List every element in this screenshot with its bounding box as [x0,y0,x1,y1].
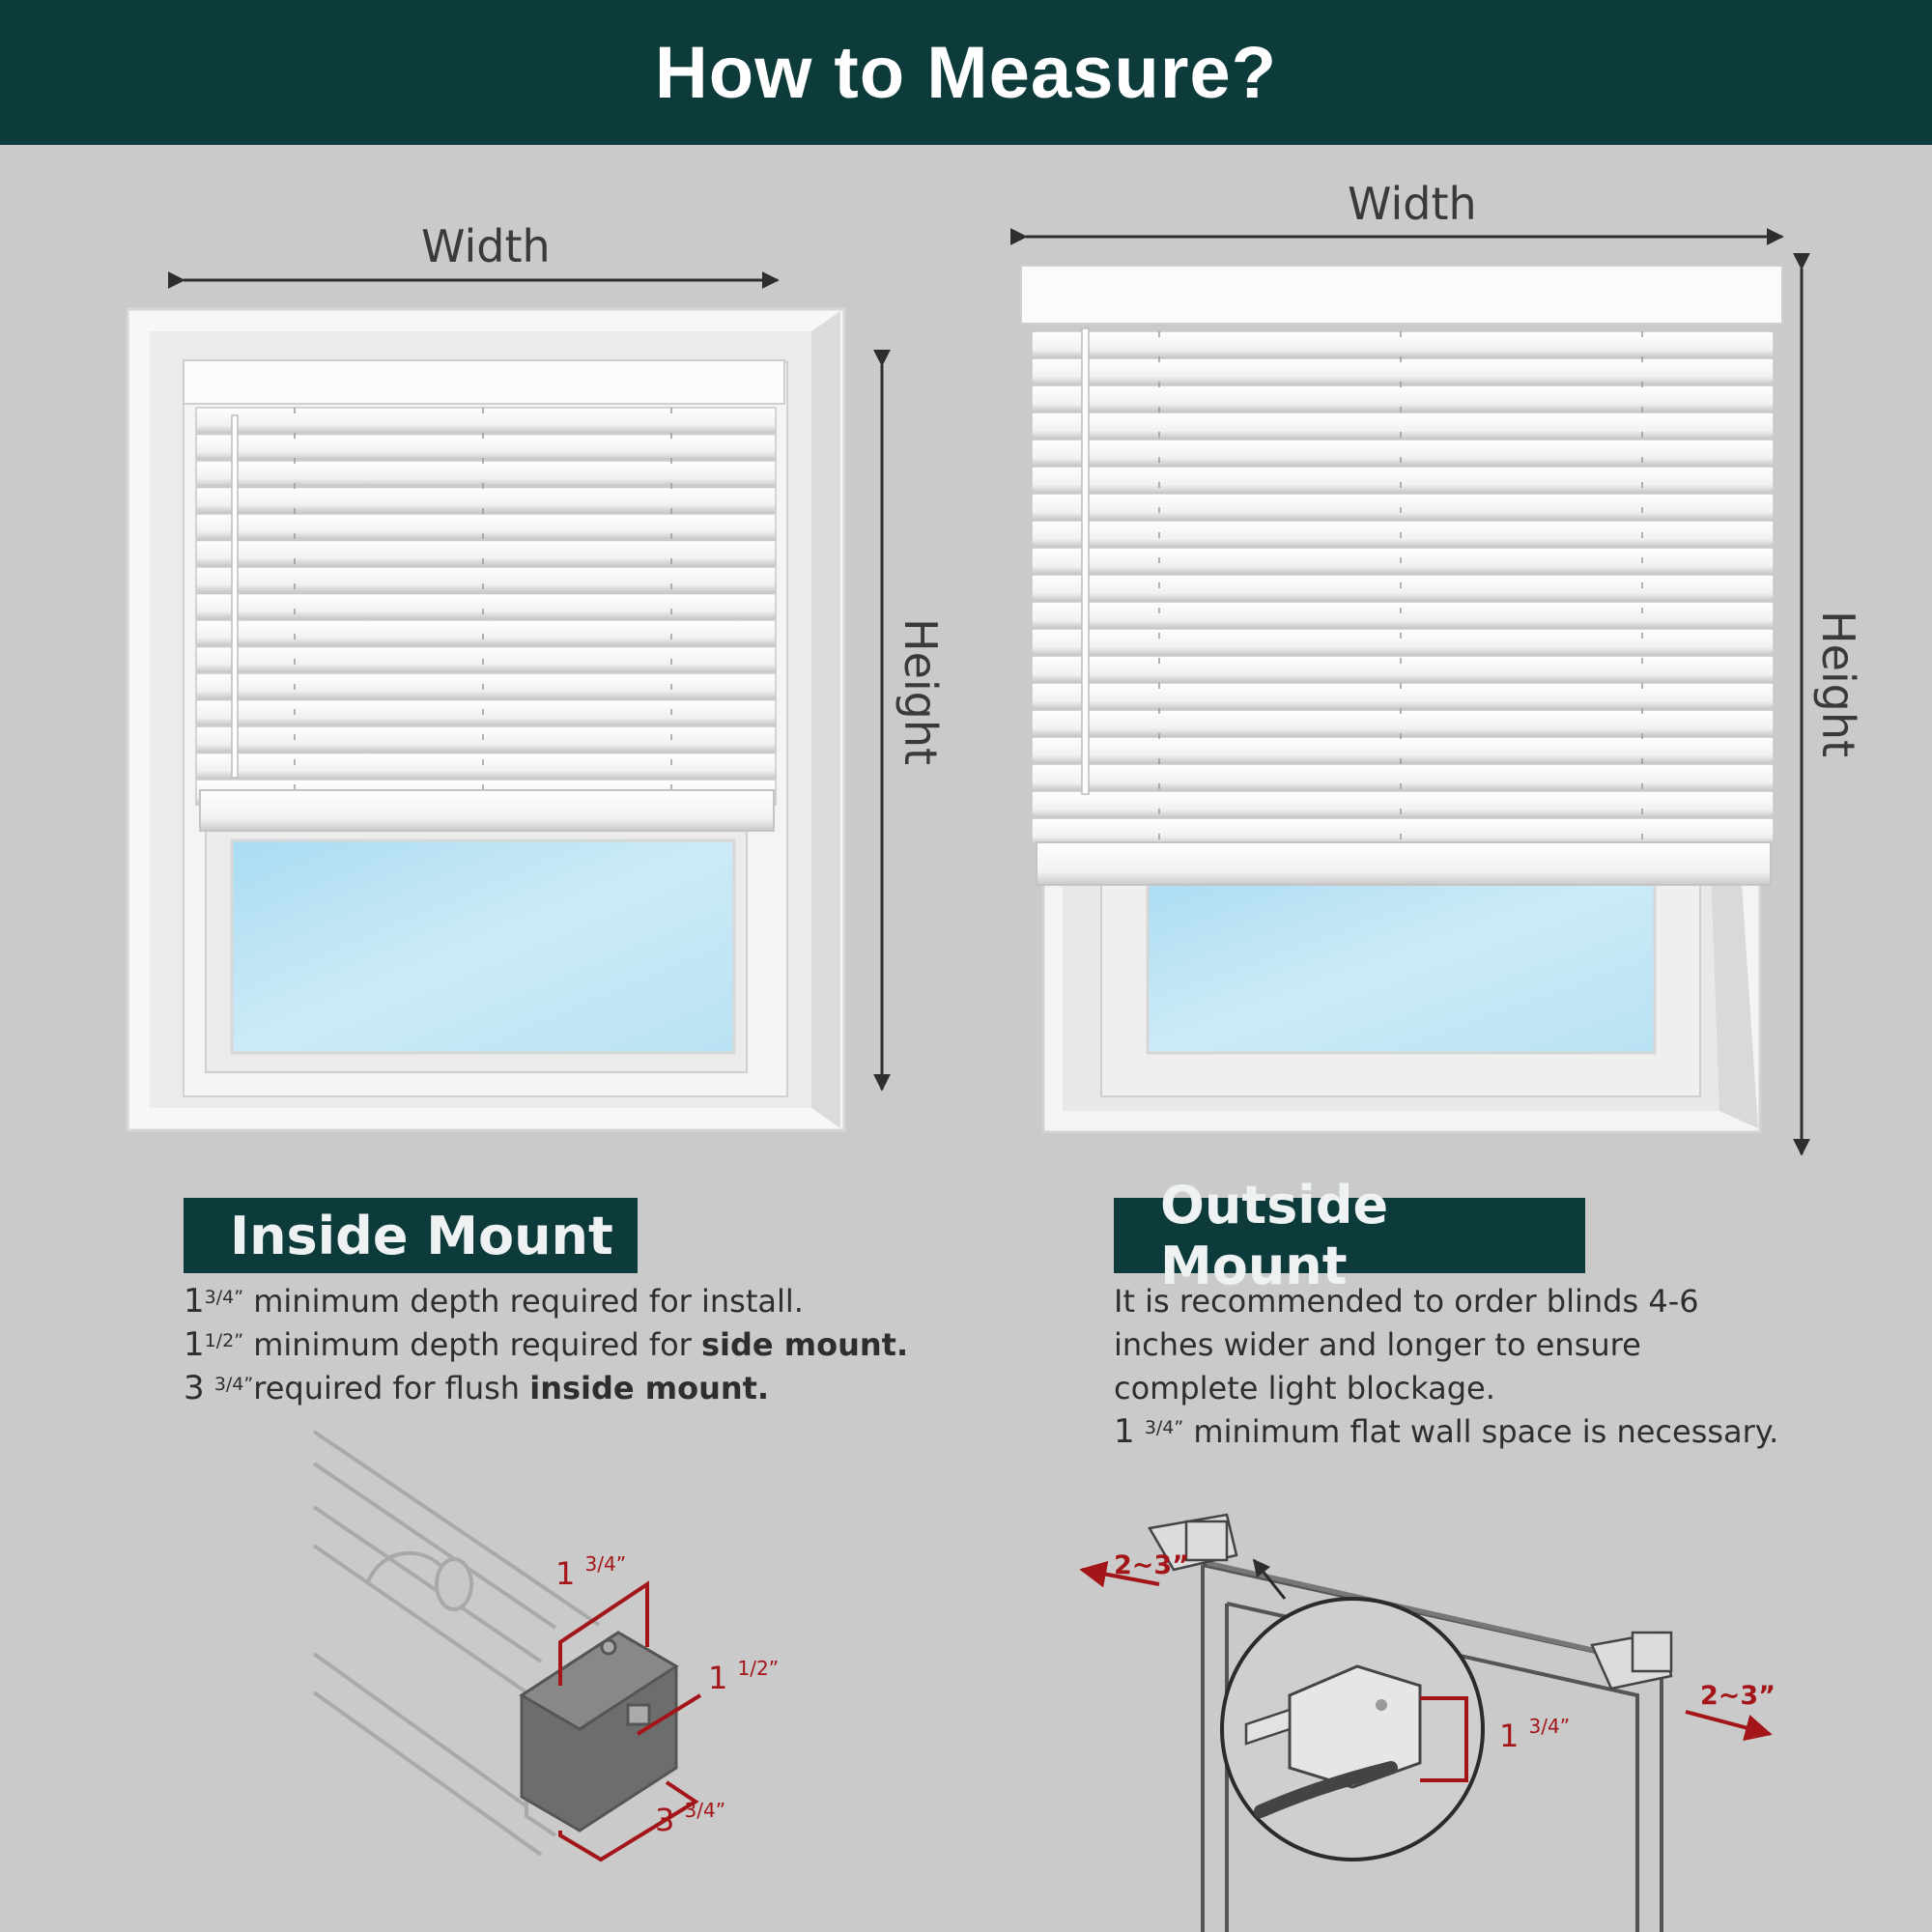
blind-slat [1031,412,1775,440]
inside-mount-spec-2: 11/2” minimum depth required for side mo… [184,1325,909,1364]
inside-mount-dimension-marks [558,1580,702,1862]
blind-slat [1031,520,1775,548]
blind-slat [1031,682,1775,710]
blind-slat [1031,736,1775,764]
outside-mount-title: Outside Mount [1114,1175,1585,1296]
outside-mount-spec-2: inches wider and longer to ensure [1114,1326,1641,1363]
blind-slat [195,645,777,673]
blind-slat [195,592,777,620]
outside-mount-bracket-left [1148,1513,1238,1572]
blind-slat [1031,439,1775,467]
blind-slat [195,619,777,646]
blind-slat [1031,709,1775,737]
blind-slat [195,672,777,699]
blind-slat [195,566,777,593]
blind-slat [195,460,777,487]
inside-mount-window [126,307,846,1132]
blind-slat [1031,628,1775,656]
blind-slat [1031,574,1775,602]
outside-mount-bracket-right [1590,1631,1673,1690]
blind-slat [1031,466,1775,494]
outside-left-offset-label: 2~3” [1114,1550,1189,1580]
outside-mount-detail-magnifier [1220,1558,1485,1861]
inside-mount-bracket-diagram [312,1430,601,1857]
outside-mount-spec-4: 1 3/4” minimum flat wall space is necess… [1114,1412,1779,1451]
blind-slat [195,433,777,461]
blind-slat [1031,330,1775,358]
inside-flush-label: 3 3/4” [655,1799,726,1838]
outside-depth-label: 1 3/4” [1499,1715,1571,1754]
blind-slat [195,486,777,514]
inside-height-label: Height [895,618,947,766]
blind-slat [1031,493,1775,521]
blind-slat [195,752,777,780]
outside-right-offset-label: 2~3” [1700,1681,1776,1711]
outside-mount-spec-1: It is recommended to order blinds 4-6 [1114,1283,1699,1320]
outside-mount-spec-3: complete light blockage. [1114,1370,1495,1406]
inside-mount-spec-3: 3 3/4”required for flush inside mount. [184,1369,770,1407]
blind-slat [1031,790,1775,818]
blind-slat [195,725,777,753]
blind-slat [195,698,777,726]
inside-mount-title: Inside Mount [184,1198,638,1273]
inside-depth-install-label: 1 3/4” [555,1552,627,1592]
blind-slat [1031,817,1775,845]
page-title: How to Measure? [0,0,1932,145]
outside-mount-window [1020,265,1783,1134]
blind-slat [1031,547,1775,575]
blind-slat [1031,384,1775,412]
outside-mount-dimension-marks [1079,1560,1773,1782]
blind-slat [1031,357,1775,385]
blind-slat [195,539,777,567]
inside-mount-bracket [519,1631,679,1833]
blind-slat [1031,655,1775,683]
outside-width-label: Width [1348,178,1477,230]
inside-side-mount-label: 1 1/2” [708,1657,780,1696]
blind-slat [1031,763,1775,791]
inside-width-label: Width [421,220,551,272]
blind-slat [1031,601,1775,629]
blind-slat [195,513,777,540]
inside-mount-spec-1: 13/4” minimum depth required for install… [184,1282,804,1321]
blind-slat [195,407,777,434]
outside-height-label: Height [1812,611,1864,758]
